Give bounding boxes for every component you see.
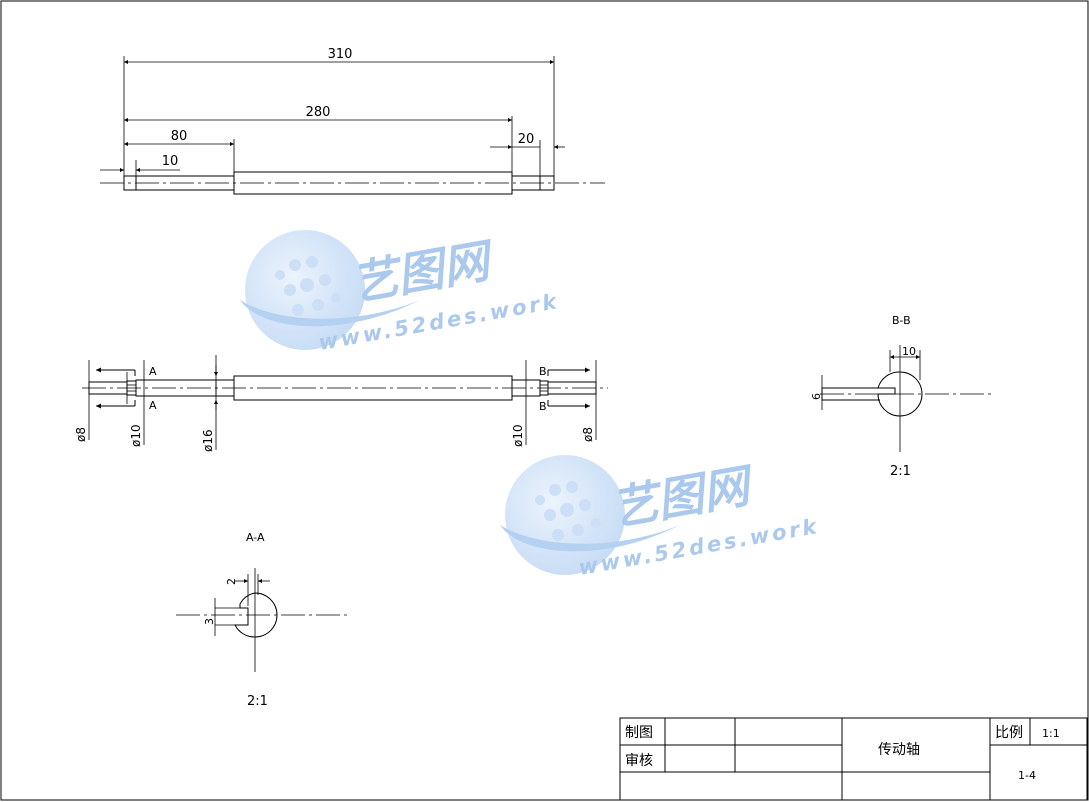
- section-mark-b-bottom: B: [539, 400, 547, 413]
- drawing-number: 1-4: [1018, 769, 1036, 782]
- section-bb-dim-width: 10: [902, 345, 916, 358]
- dim-overall-length: 310: [328, 47, 353, 62]
- dia-center: ø16: [201, 429, 215, 452]
- watermark-1: 艺图网 www.52des.work: [240, 230, 561, 355]
- drawn-by-label: 制图: [625, 725, 653, 741]
- dia-right-mid: ø10: [511, 424, 525, 447]
- watermark-1-cn: 艺图网: [348, 233, 499, 311]
- section-aa: A-A 2 3 2:1: [176, 531, 350, 709]
- dim-left-end: 10: [162, 154, 179, 169]
- section-bb: B-B 10 6 2:1: [810, 314, 995, 479]
- section-bb-scale: 2:1: [890, 464, 911, 479]
- front-view: A A B B ø8 ø10 ø16 ø10 ø8: [74, 355, 608, 452]
- section-bb-title: B-B: [892, 314, 911, 327]
- section-mark-a-top: A: [149, 365, 157, 378]
- top-view: 310 280 80 10 20: [100, 47, 605, 195]
- title-block: 制图 审核 传动轴 比例 1:1 1-4: [619, 717, 1088, 801]
- dim-left-step: 80: [171, 129, 188, 144]
- scale-label: 比例: [995, 725, 1023, 741]
- section-aa-scale: 2:1: [247, 694, 268, 709]
- section-aa-title: A-A: [246, 531, 265, 544]
- watermark-2-cn: 艺图网: [608, 458, 759, 536]
- section-mark-b-top: B: [539, 365, 547, 378]
- section-mark-a-bottom: A: [149, 399, 157, 412]
- section-aa-dim-width: 2: [225, 578, 238, 585]
- dia-left-mid: ø10: [129, 424, 143, 447]
- dim-right-end: 20: [518, 132, 535, 147]
- section-aa-dim-height: 3: [203, 618, 216, 625]
- dia-left-end: ø8: [74, 427, 88, 442]
- section-bb-dim-height: 6: [810, 393, 823, 400]
- dia-right-end: ø8: [581, 427, 595, 442]
- dim-middle-length: 280: [306, 105, 331, 120]
- checked-by-label: 审核: [625, 753, 653, 769]
- part-name: 传动轴: [878, 742, 920, 758]
- scale-value: 1:1: [1042, 727, 1060, 740]
- watermark-2: 艺图网 www.52des.work: [500, 455, 821, 580]
